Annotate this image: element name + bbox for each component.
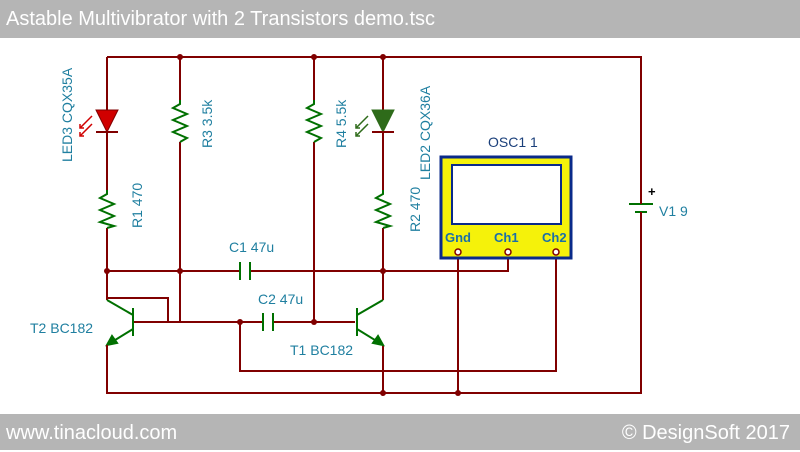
wires [106,56,642,394]
c2-label: C2 47u [258,291,303,307]
ch2-wire [239,252,557,372]
junctions [104,54,461,396]
footer-website[interactable]: www.tinacloud.com [6,422,178,444]
r4-label: R4 5.5k [333,99,349,148]
t2-collector-branch [107,297,169,322]
osc-gnd-label: Gnd [445,230,471,245]
osc-gnd-terminal[interactable] [454,248,462,256]
junction-dot [311,319,317,325]
t1-symbol[interactable] [356,299,385,347]
osc-ch1-label: Ch1 [494,230,519,245]
r2-symbol[interactable] [373,190,394,229]
osc-ch1-terminal[interactable] [504,248,512,256]
junction-dot [380,390,386,396]
footer-copyright: © DesignSoft 2017 [621,422,790,444]
r3-symbol[interactable] [170,100,190,143]
r1-label: R1 470 [129,183,145,228]
c1-symbol[interactable] [239,262,251,280]
r4-symbol[interactable] [304,100,324,143]
t2-label: T2 BC182 [30,320,93,336]
oscilloscope-screen [451,164,562,225]
c2-symbol[interactable] [262,313,274,331]
footer-bar: www.tinacloud.com © DesignSoft 2017 [0,414,800,450]
v1-plus-label: + [648,184,656,199]
r2-label: R2 470 [407,187,423,232]
t1-label: T1 BC182 [290,342,353,358]
junction-dot [177,268,183,274]
osc-ch2-label: Ch2 [542,230,567,245]
capacitors [239,262,274,331]
v1-battery-symbol[interactable] [629,190,653,225]
resistors [97,100,394,229]
led3-light-arrows-icon [79,115,93,137]
junction-dot [104,268,110,274]
t2-symbol[interactable] [105,299,134,360]
junction-dot [237,319,243,325]
r1-symbol[interactable] [97,190,118,229]
junction-dot [311,54,317,60]
c1-label: C1 47u [229,239,274,255]
top-rail-wire [107,56,642,190]
led2-label: LED2 CQX36A [417,85,433,180]
led2-light-arrows-icon [355,115,369,137]
junction-dot [177,54,183,60]
led3-symbol[interactable] [79,109,119,137]
title-bar: Astable Multivibrator with 2 Transistors… [0,0,800,38]
junction-dot [380,268,386,274]
oscilloscope-title: OSC1 1 [488,134,538,150]
v1-label: V1 9 [659,203,688,219]
window-title: Astable Multivibrator with 2 Transistors… [6,8,436,30]
led3-label: LED3 CQX35A [59,67,75,162]
oscilloscope[interactable]: Gnd Ch1 Ch2 [439,155,573,260]
junction-dot [455,390,461,396]
led2-symbol[interactable] [355,109,395,137]
bottom-rail-wire [106,225,642,394]
junction-dot [380,54,386,60]
r3-label: R3 3.5k [199,99,215,148]
osc-ch2-terminal[interactable] [552,248,560,256]
